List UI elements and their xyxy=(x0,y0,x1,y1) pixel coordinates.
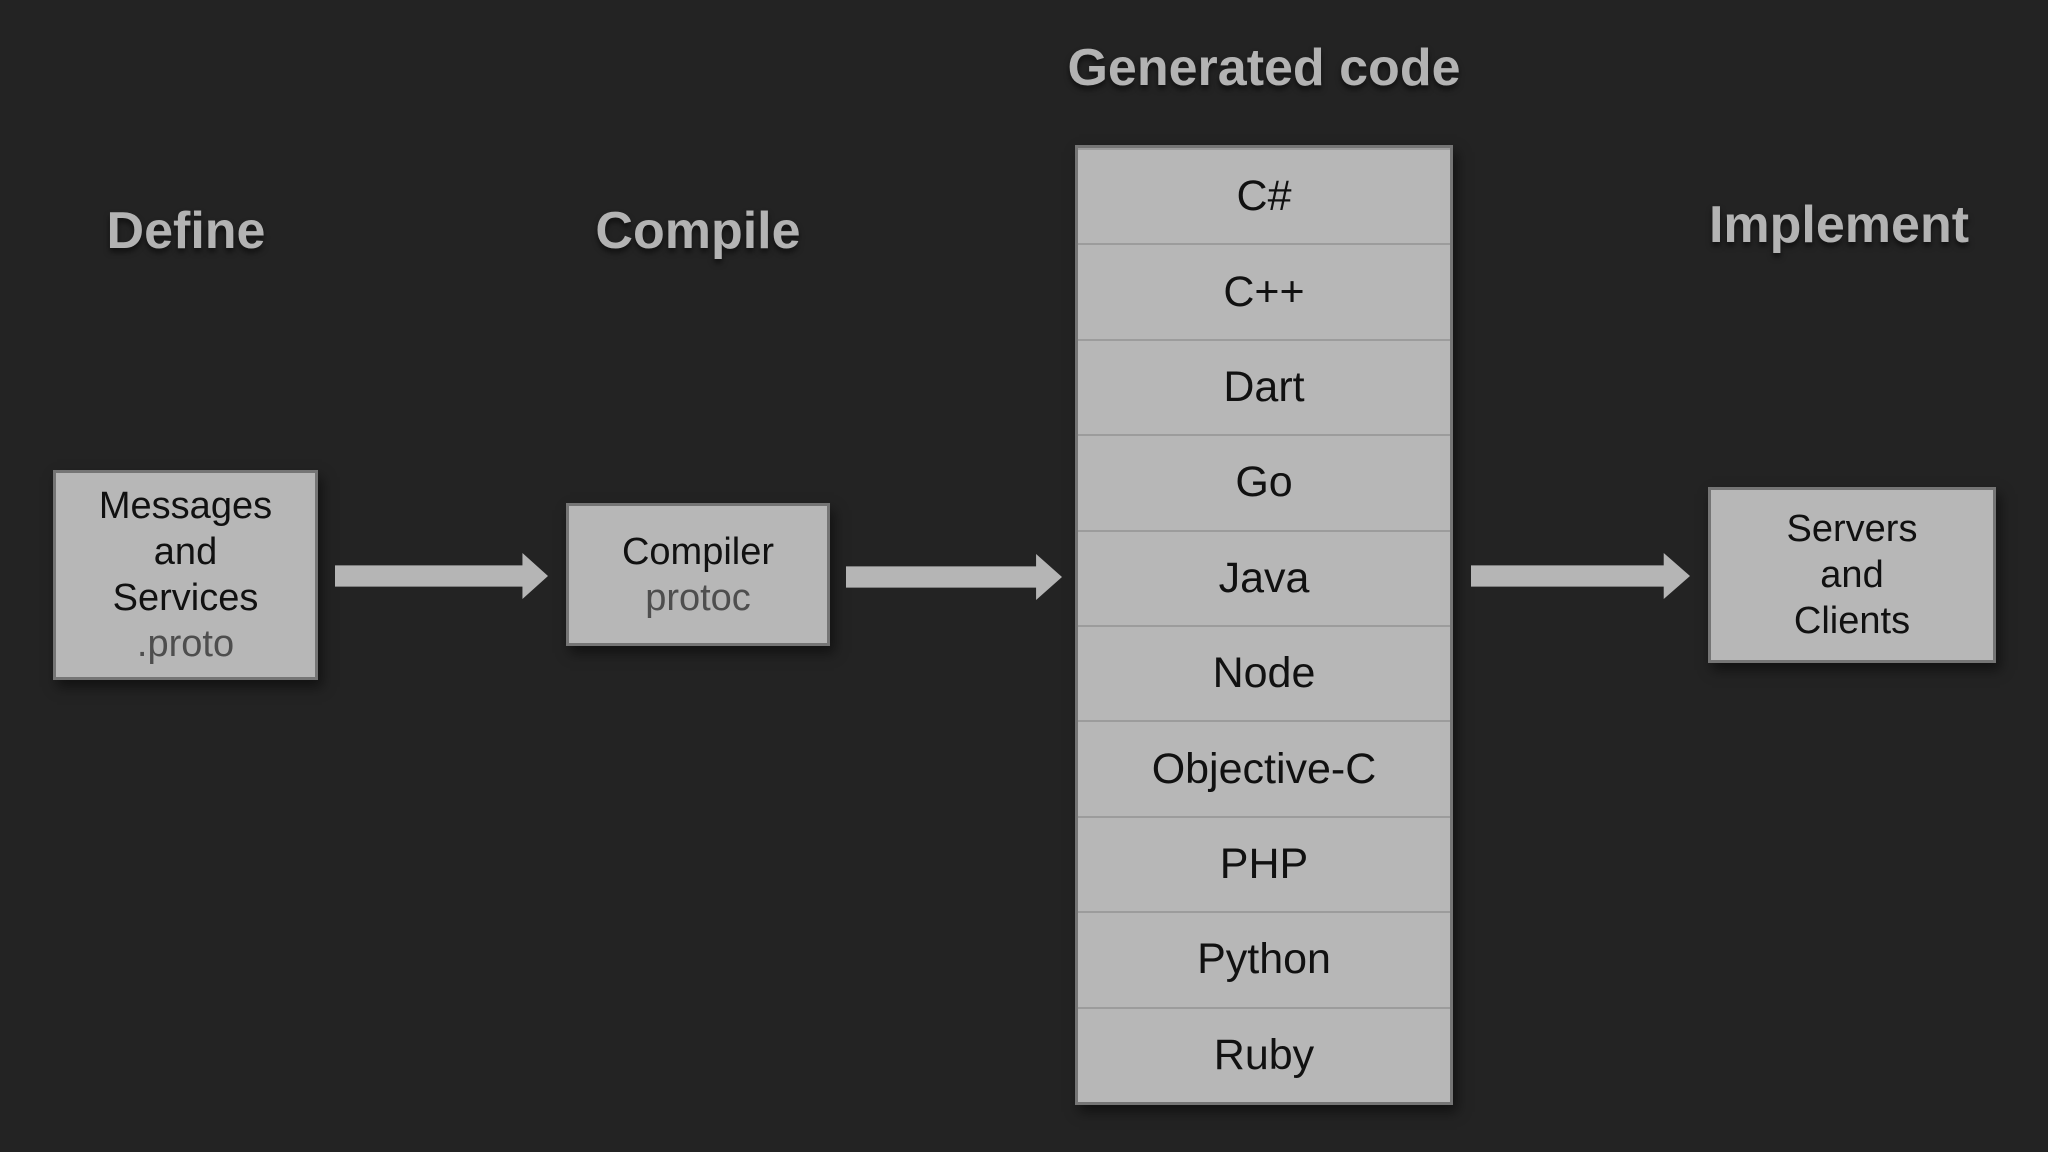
proto-box-line-1: Messages xyxy=(98,485,273,527)
output-box-line-1: Servers xyxy=(1786,508,1918,550)
arrow-compile-to-generated-icon xyxy=(846,554,1062,600)
stage-label-generated-code: Generated code xyxy=(1067,39,1461,97)
stage-label-implement: Implement xyxy=(1708,196,1970,254)
arrow-generated-to-implement-icon xyxy=(1471,553,1690,599)
arrow-define-to-compile-icon xyxy=(335,553,548,599)
servers-clients-box: Servers and Clients xyxy=(1708,487,1996,663)
language-row: C# xyxy=(1078,148,1450,243)
compiler-box-title: Compiler xyxy=(621,530,775,573)
language-row: Ruby xyxy=(1078,1006,1450,1102)
output-box-line-2: and xyxy=(1820,554,1884,596)
proto-file-box: Messages and Services .proto xyxy=(53,470,318,680)
language-row: Java xyxy=(1078,529,1450,625)
compiler-box: Compiler protoc xyxy=(566,503,830,646)
proto-box-line-3: Services xyxy=(112,577,259,619)
language-row: C++ xyxy=(1078,243,1450,338)
language-row: PHP xyxy=(1078,815,1450,911)
stage-label-define: Define xyxy=(106,202,266,260)
generated-code-language-list: C# C++ Dart Go Java Node Objective-C PHP… xyxy=(1075,145,1453,1105)
language-row: Node xyxy=(1078,625,1450,720)
language-row: Go xyxy=(1078,434,1450,529)
language-row: Python xyxy=(1078,911,1450,1006)
language-row: Dart xyxy=(1078,338,1450,434)
output-box-line-3: Clients xyxy=(1793,600,1911,642)
proto-box-line-2: and xyxy=(153,531,218,573)
proto-file-extension: .proto xyxy=(136,623,235,665)
stage-label-compile: Compile xyxy=(595,202,801,260)
compiler-box-subtitle: protoc xyxy=(645,576,751,619)
language-row: Objective-C xyxy=(1078,720,1450,815)
